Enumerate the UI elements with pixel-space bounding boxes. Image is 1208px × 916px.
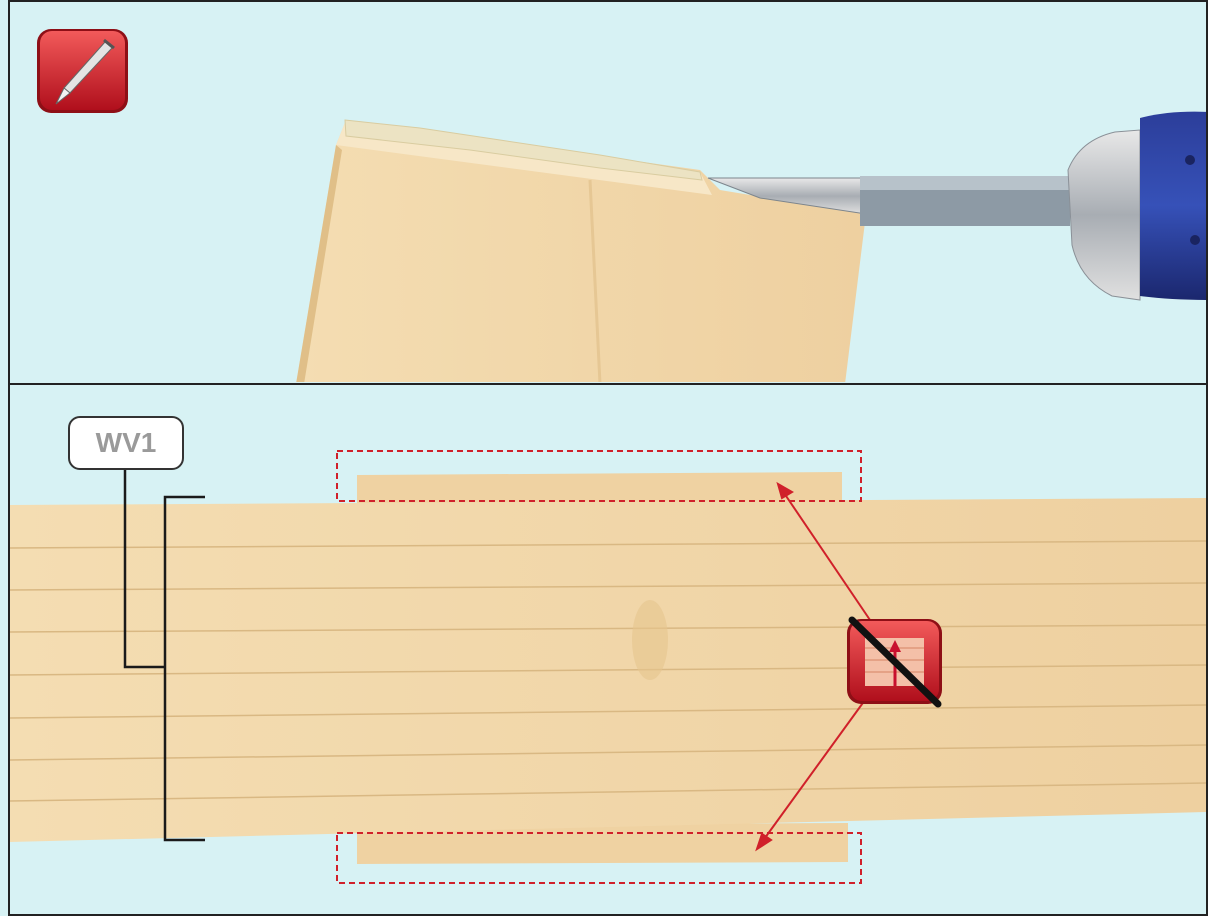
bottom-photo [10,472,1208,864]
knife-handle [1140,112,1208,300]
no-sanding-icon [847,619,942,704]
top-photo [296,112,1208,384]
knife-collet [1068,130,1140,300]
wv1-label: WV1 [68,416,184,470]
hobby-knife-icon [37,29,128,113]
